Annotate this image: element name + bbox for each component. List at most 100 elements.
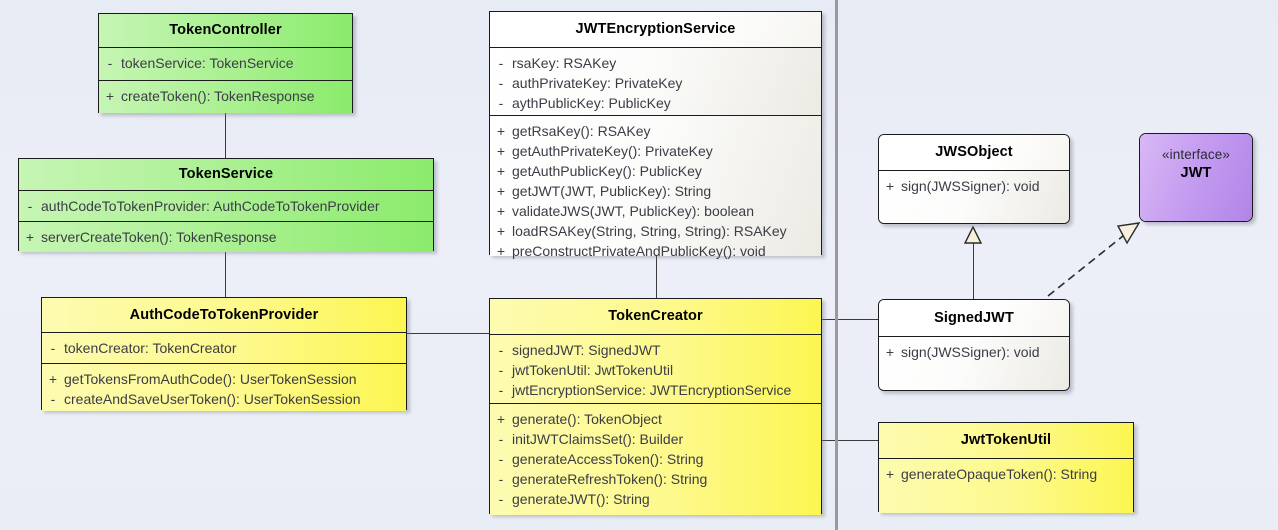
attribute-row: - signedJWT: SignedJWT [490, 340, 821, 360]
attribute-row: - authPrivateKey: PrivateKey [490, 73, 821, 93]
member-signature: sign(JWSSigner): void [901, 344, 1040, 360]
method-row: - createAndSaveUserToken(): UserTokenSes… [42, 389, 406, 409]
method-row: - generateRefreshToken(): String [490, 469, 821, 489]
member-signature: preConstructPrivateAndPublicKey(): void [512, 243, 766, 259]
class-box-signedjwt[interactable]: SignedJWT + sign(JWSSigner): void [878, 299, 1070, 391]
method-row: + getAuthPrivateKey(): PrivateKey [490, 141, 821, 161]
member-signature: serverCreateToken(): TokenResponse [41, 229, 277, 245]
member-signature: getRsaKey(): RSAKey [512, 123, 651, 139]
attribute-row: - rsaKey: RSAKey [490, 53, 821, 73]
class-title-jwttokenutil: JwtTokenUtil [879, 423, 1133, 458]
member-signature: getJWT(JWT, PublicKey): String [512, 183, 712, 199]
connector-tokenservice-authcodetotokenprovider [225, 251, 226, 298]
visibility-marker: + [496, 143, 506, 159]
connector-signedjwt-jwsobject [973, 243, 974, 299]
member-signature: jwtTokenUtil: JwtTokenUtil [512, 362, 674, 378]
visibility-marker: - [498, 55, 504, 71]
methods-tokenservice: + serverCreateToken(): TokenResponse [19, 221, 433, 252]
connector-jwtencryptionservice-tokencreator [656, 255, 657, 299]
method-row: + sign(JWSSigner): void [879, 342, 1069, 362]
member-signature: createAndSaveUserToken(): UserTokenSessi… [64, 391, 361, 407]
method-row: + validateJWS(JWT, PublicKey): boolean [490, 201, 821, 221]
member-signature: generateAccessToken(): String [512, 451, 704, 467]
class-box-tokencontroller[interactable]: TokenController - tokenService: TokenSer… [98, 13, 353, 113]
method-row: + getRsaKey(): RSAKey [490, 121, 821, 141]
member-signature: signedJWT: SignedJWT [512, 342, 661, 358]
visibility-marker: + [496, 243, 506, 259]
method-row: + getAuthPublicKey(): PublicKey [490, 161, 821, 181]
visibility-marker: + [496, 183, 506, 199]
visibility-marker: - [50, 391, 56, 407]
visibility-marker: - [498, 382, 504, 398]
member-signature: generateOpaqueToken(): String [901, 466, 1098, 482]
visibility-marker: - [27, 198, 33, 214]
attribute-row: - authCodeToTokenProvider: AuthCodeToTok… [19, 196, 433, 216]
interface-name: JWT [1180, 164, 1212, 181]
member-signature: createToken(): TokenResponse [121, 88, 315, 104]
class-box-tokencreator[interactable]: TokenCreator - signedJWT: SignedJWT - jw… [489, 298, 822, 515]
method-row: - generateJWT(): String [490, 489, 821, 509]
class-box-tokenservice[interactable]: TokenService - authCodeToTokenProvider: … [18, 158, 434, 252]
visibility-marker: - [498, 342, 504, 358]
visibility-marker: + [496, 163, 506, 179]
member-signature: getAuthPrivateKey(): PrivateKey [512, 143, 713, 159]
method-row: + preConstructPrivateAndPublicKey(): voi… [490, 241, 821, 261]
member-signature: authCodeToTokenProvider: AuthCodeToToken… [41, 198, 380, 214]
visibility-marker: + [25, 229, 35, 245]
attributes-authcodetotokenprovider: - tokenCreator: TokenCreator [42, 332, 406, 363]
member-signature: loadRSAKey(String, String, String): RSAK… [512, 223, 787, 239]
visibility-marker: + [885, 178, 895, 194]
class-title-jwsobject: JWSObject [879, 135, 1069, 170]
attribute-row: - tokenCreator: TokenCreator [42, 338, 406, 358]
attributes-tokencontroller: - tokenService: TokenService [99, 47, 352, 80]
class-title-tokencontroller: TokenController [99, 14, 352, 47]
visibility-marker: + [48, 371, 58, 387]
class-box-authcodetotokenprovider[interactable]: AuthCodeToTokenProvider - tokenCreator: … [41, 297, 407, 411]
visibility-marker: - [107, 55, 113, 71]
methods-jwsobject: + sign(JWSSigner): void [879, 170, 1069, 223]
class-box-jwsobject[interactable]: JWSObject + sign(JWSSigner): void [878, 134, 1070, 224]
member-signature: initJWTClaimsSet(): Builder [512, 431, 684, 447]
methods-jwtencryptionservice: + getRsaKey(): RSAKey + getAuthPrivateKe… [490, 115, 821, 259]
visibility-marker: - [498, 75, 504, 91]
member-signature: validateJWS(JWT, PublicKey): boolean [512, 203, 754, 219]
member-signature: getAuthPublicKey(): PublicKey [512, 163, 702, 179]
methods-signedjwt: + sign(JWSSigner): void [879, 336, 1069, 390]
visibility-marker: - [498, 471, 504, 487]
class-box-jwttokenutil[interactable]: JwtTokenUtil + generateOpaqueToken(): St… [878, 422, 1134, 513]
method-row: + createToken(): TokenResponse [99, 86, 352, 106]
visibility-marker: + [496, 223, 506, 239]
visibility-marker: + [496, 203, 506, 219]
member-signature: tokenService: TokenService [121, 55, 294, 71]
visibility-marker: - [498, 431, 504, 447]
methods-jwttokenutil: + generateOpaqueToken(): String [879, 458, 1133, 513]
method-row: + getJWT(JWT, PublicKey): String [490, 181, 821, 201]
methods-tokencontroller: + createToken(): TokenResponse [99, 80, 352, 113]
method-row: + loadRSAKey(String, String, String): RS… [490, 221, 821, 241]
attribute-row: - jwtTokenUtil: JwtTokenUtil [490, 360, 821, 380]
member-signature: aythPublicKey: PublicKey [512, 95, 671, 111]
member-signature: generate(): TokenObject [512, 411, 662, 427]
attribute-row: - jwtEncryptionService: JWTEncryptionSer… [490, 380, 821, 400]
visibility-marker: - [498, 491, 504, 507]
stereotype-label: «interface» [1162, 147, 1230, 162]
method-row: + serverCreateToken(): TokenResponse [19, 227, 433, 247]
methods-authcodetotokenprovider: + getTokensFromAuthCode(): UserTokenSess… [42, 363, 406, 411]
member-signature: sign(JWSSigner): void [901, 178, 1040, 194]
visibility-marker: + [496, 123, 506, 139]
class-box-jwtencryptionservice[interactable]: JWTEncryptionService - rsaKey: RSAKey - … [489, 11, 822, 259]
visibility-marker: - [50, 340, 56, 356]
class-title-jwt: «interface» JWT [1140, 134, 1252, 221]
visibility-marker: - [498, 95, 504, 111]
methods-tokencreator: + generate(): TokenObject - initJWTClaim… [490, 403, 821, 515]
class-box-jwt-interface[interactable]: «interface» JWT [1139, 133, 1253, 222]
attributes-jwtencryptionservice: - rsaKey: RSAKey - authPrivateKey: Priva… [490, 47, 821, 115]
class-title-tokenservice: TokenService [19, 159, 433, 190]
method-row: - initJWTClaimsSet(): Builder [490, 429, 821, 449]
member-signature: jwtEncryptionService: JWTEncryptionServi… [512, 382, 792, 398]
member-signature: getTokensFromAuthCode(): UserTokenSessio… [64, 371, 357, 387]
method-row: + sign(JWSSigner): void [879, 176, 1069, 196]
member-signature: rsaKey: RSAKey [512, 55, 617, 71]
connector-tokencreator-jwttokenutil [822, 440, 878, 441]
